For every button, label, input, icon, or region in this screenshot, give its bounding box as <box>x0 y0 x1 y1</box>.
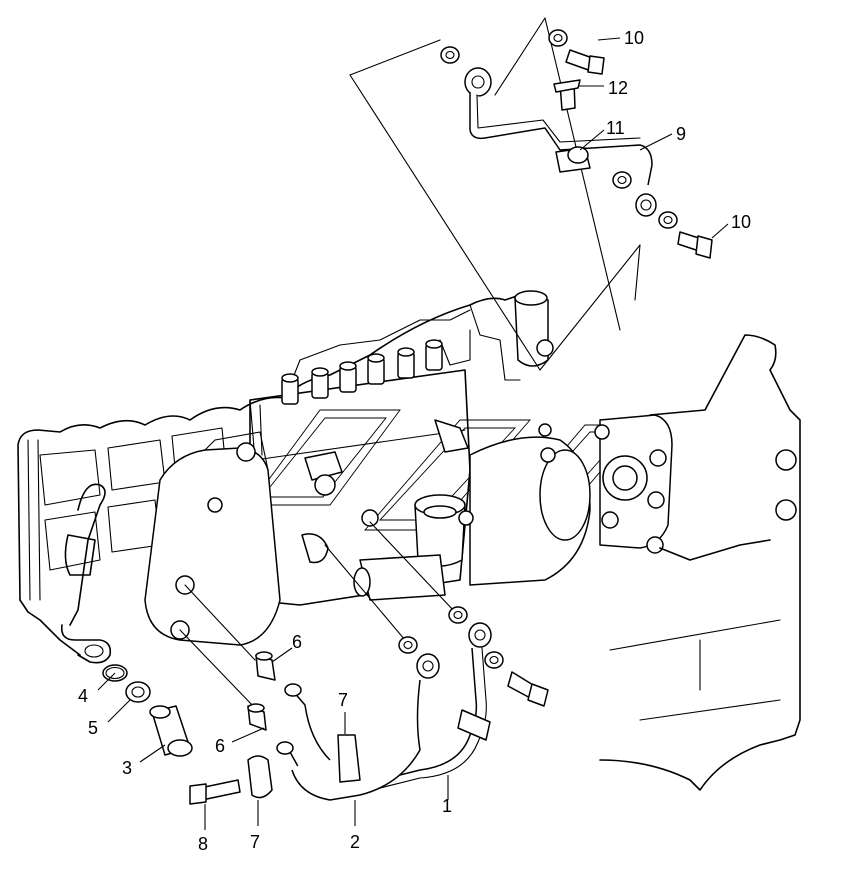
top-pipe-assembly <box>349 17 713 371</box>
leader-lines <box>97 37 729 830</box>
callout-6-lower: 6 <box>215 736 225 756</box>
flywheel-housing <box>599 334 801 791</box>
callout-12: 12 <box>608 78 628 98</box>
delivery-valves <box>281 339 443 405</box>
callout-9: 9 <box>676 124 686 144</box>
callout-6-upper: 6 <box>292 632 302 652</box>
callout-10-top: 10 <box>624 28 644 48</box>
callout-2: 2 <box>350 832 360 852</box>
callout-11: 11 <box>606 118 625 138</box>
callout-10-bottom: 10 <box>731 212 751 232</box>
callout-1: 1 <box>442 796 452 816</box>
callout-5: 5 <box>88 718 98 738</box>
callout-8: 8 <box>198 834 208 854</box>
callout-3: 3 <box>122 758 132 778</box>
callout-4: 4 <box>78 686 88 706</box>
callout-labels: 10 12 11 9 10 6 7 4 5 6 3 1 7 2 8 <box>78 28 751 854</box>
injection-pump <box>144 290 673 646</box>
callout-7-upper: 7 <box>338 690 348 710</box>
callout-7-lower: 7 <box>250 832 260 852</box>
lower-pipe-assembly <box>102 521 549 805</box>
